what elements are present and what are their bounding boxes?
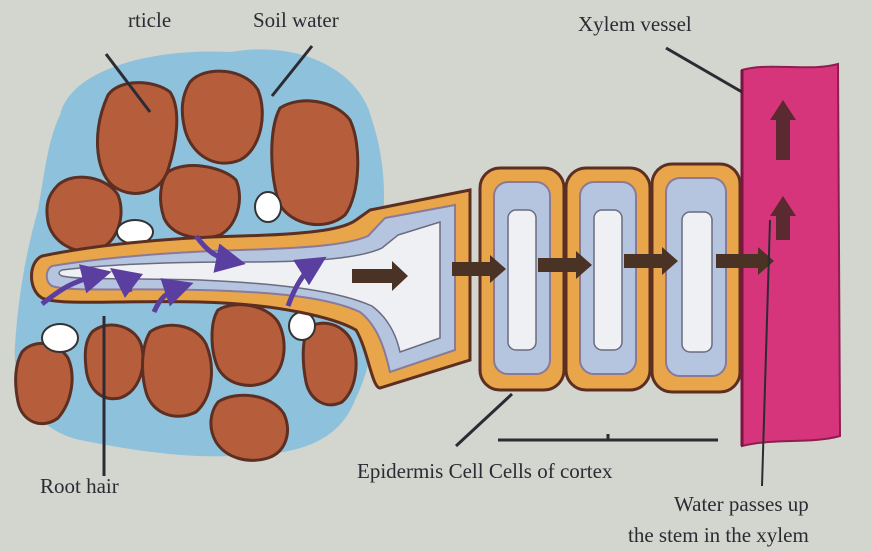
- label-water-passes: Water passes up the stem in the xylem: [628, 489, 809, 551]
- soil-particle: [182, 71, 262, 163]
- air-space: [42, 324, 78, 352]
- label-water-line1: Water passes up: [628, 489, 809, 520]
- air-space: [289, 312, 315, 340]
- soil-particle: [161, 166, 240, 238]
- label-xylem-vessel: Xylem vessel: [578, 14, 692, 35]
- soil-particle: [143, 325, 212, 416]
- soil-particle: [211, 395, 288, 460]
- label-soil-water: Soil water: [253, 10, 339, 31]
- cortex-cell: [566, 168, 650, 390]
- cortex-cell: [652, 164, 740, 392]
- label-particle: rticle: [128, 10, 171, 31]
- epidermis-leader: [456, 394, 512, 446]
- label-water-line2: the stem in the xylem: [628, 520, 809, 551]
- label-root-hair: Root hair: [40, 476, 119, 497]
- soil-particle: [47, 177, 121, 251]
- cortex-cells: [480, 164, 740, 392]
- air-space: [255, 192, 281, 222]
- soil-particle: [16, 343, 72, 423]
- soil-particle: [272, 101, 358, 225]
- soil-particle: [212, 305, 284, 386]
- soil-particle: [85, 325, 143, 399]
- label-epidermis-cortex: Epidermis Cell Cells of cortex: [357, 461, 612, 482]
- cortex-bracket: [498, 434, 718, 440]
- xylem-leader: [666, 48, 742, 92]
